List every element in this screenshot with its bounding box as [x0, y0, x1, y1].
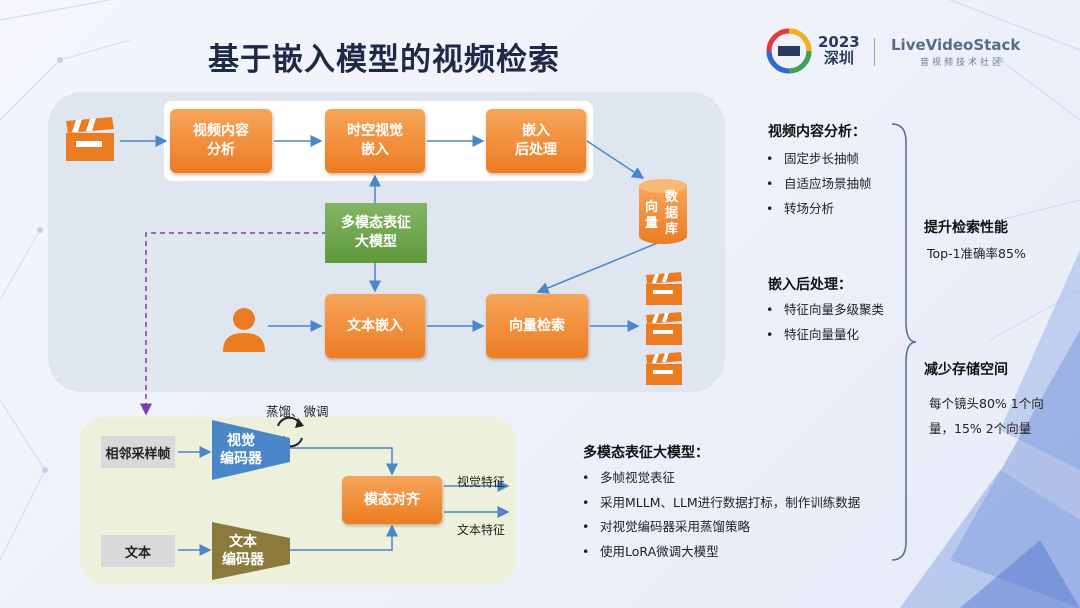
curly-brace — [891, 123, 917, 561]
post-process-box: 嵌入 后处理 — [486, 109, 586, 173]
post-process-title: 嵌入后处理： — [768, 277, 852, 293]
video-clapper-icon — [66, 117, 114, 161]
multimodal-model-box: 多模态表征 大模型 — [325, 203, 427, 263]
visual-encoder-label: 视觉 编码器 — [220, 433, 262, 467]
visual-encoder-shape — [212, 420, 290, 480]
text-embed-box: 文本嵌入 — [325, 294, 425, 358]
conference-logo-icon — [766, 28, 812, 74]
database-label-left: 向 量 — [645, 200, 659, 231]
logo-divider — [874, 38, 875, 66]
brand-name: LiveVideoStack — [891, 36, 1021, 54]
list-item: 特征向量多级聚类 — [764, 297, 884, 322]
text-feature-label: 文本特征 — [457, 523, 506, 537]
spatiotemporal-embed-box: 时空视觉 嵌入 — [325, 109, 425, 173]
improve-performance-title: 提升检索性能 — [924, 220, 1008, 236]
page-title: 基于嵌入模型的视频检索 — [208, 42, 560, 78]
database-label-right: 数 据 库 — [665, 190, 679, 237]
reduce-storage-title: 减少存储空间 — [924, 362, 1008, 378]
logo-year-text: 2023 — [818, 33, 860, 51]
list-item: 自适应场景抽帧 — [764, 171, 872, 196]
text-encoder-shape — [212, 522, 290, 580]
vector-search-box: 向量检索 — [486, 294, 588, 358]
list-item: 对视觉编码器采用蒸馏策略 — [580, 515, 860, 540]
list-item: 固定步长抽帧 — [764, 146, 872, 171]
user-icon — [223, 308, 265, 352]
brand-subtitle: 音视频技术社区 — [920, 58, 1005, 68]
distill-finetune-label: 蒸馏、微调 — [266, 404, 329, 419]
reduce-storage-line2: 量，15% 2个向量 — [929, 421, 1032, 436]
adjacent-frames-box: 相邻采样帧 — [101, 436, 175, 468]
result-video-icon-1 — [646, 272, 682, 305]
reduce-storage-line1: 每个镜头80% 1个向 — [929, 396, 1044, 411]
result-video-icon-3 — [646, 352, 682, 385]
logo-year: 2023 深圳 — [818, 34, 860, 66]
video-analysis-list: 固定步长抽帧 自适应场景抽帧 转场分析 — [764, 146, 872, 221]
logo-city-text: 深圳 — [823, 49, 854, 67]
list-item: 特征向量量化 — [764, 322, 884, 347]
list-item: 使用LoRA微调大模型 — [580, 540, 860, 565]
list-item: 采用MLLM、LLM进行数据打标，制作训练数据 — [580, 491, 860, 516]
modal-align-box: 模态对齐 — [342, 476, 442, 524]
list-item: 转场分析 — [764, 196, 872, 221]
multimodal-model-list: 多帧视觉表征 采用MLLM、LLM进行数据打标，制作训练数据 对视觉编码器采用蒸… — [580, 466, 860, 564]
result-video-icon-2 — [646, 312, 682, 345]
video-analysis-title: 视频内容分析： — [768, 124, 866, 140]
post-process-list: 特征向量多级聚类 特征向量量化 — [764, 297, 884, 347]
visual-feature-label: 视觉特征 — [457, 475, 506, 489]
text-input-box: 文本 — [101, 535, 175, 567]
text-encoder-label: 文本 编码器 — [222, 534, 264, 568]
vector-database-icon — [639, 179, 687, 244]
video-analysis-box: 视频内容 分析 — [170, 109, 272, 173]
multimodal-model-title: 多模态表征大模型： — [583, 445, 709, 461]
list-item: 多帧视觉表征 — [580, 466, 860, 491]
improve-performance-text: Top-1准确率85% — [927, 246, 1026, 261]
